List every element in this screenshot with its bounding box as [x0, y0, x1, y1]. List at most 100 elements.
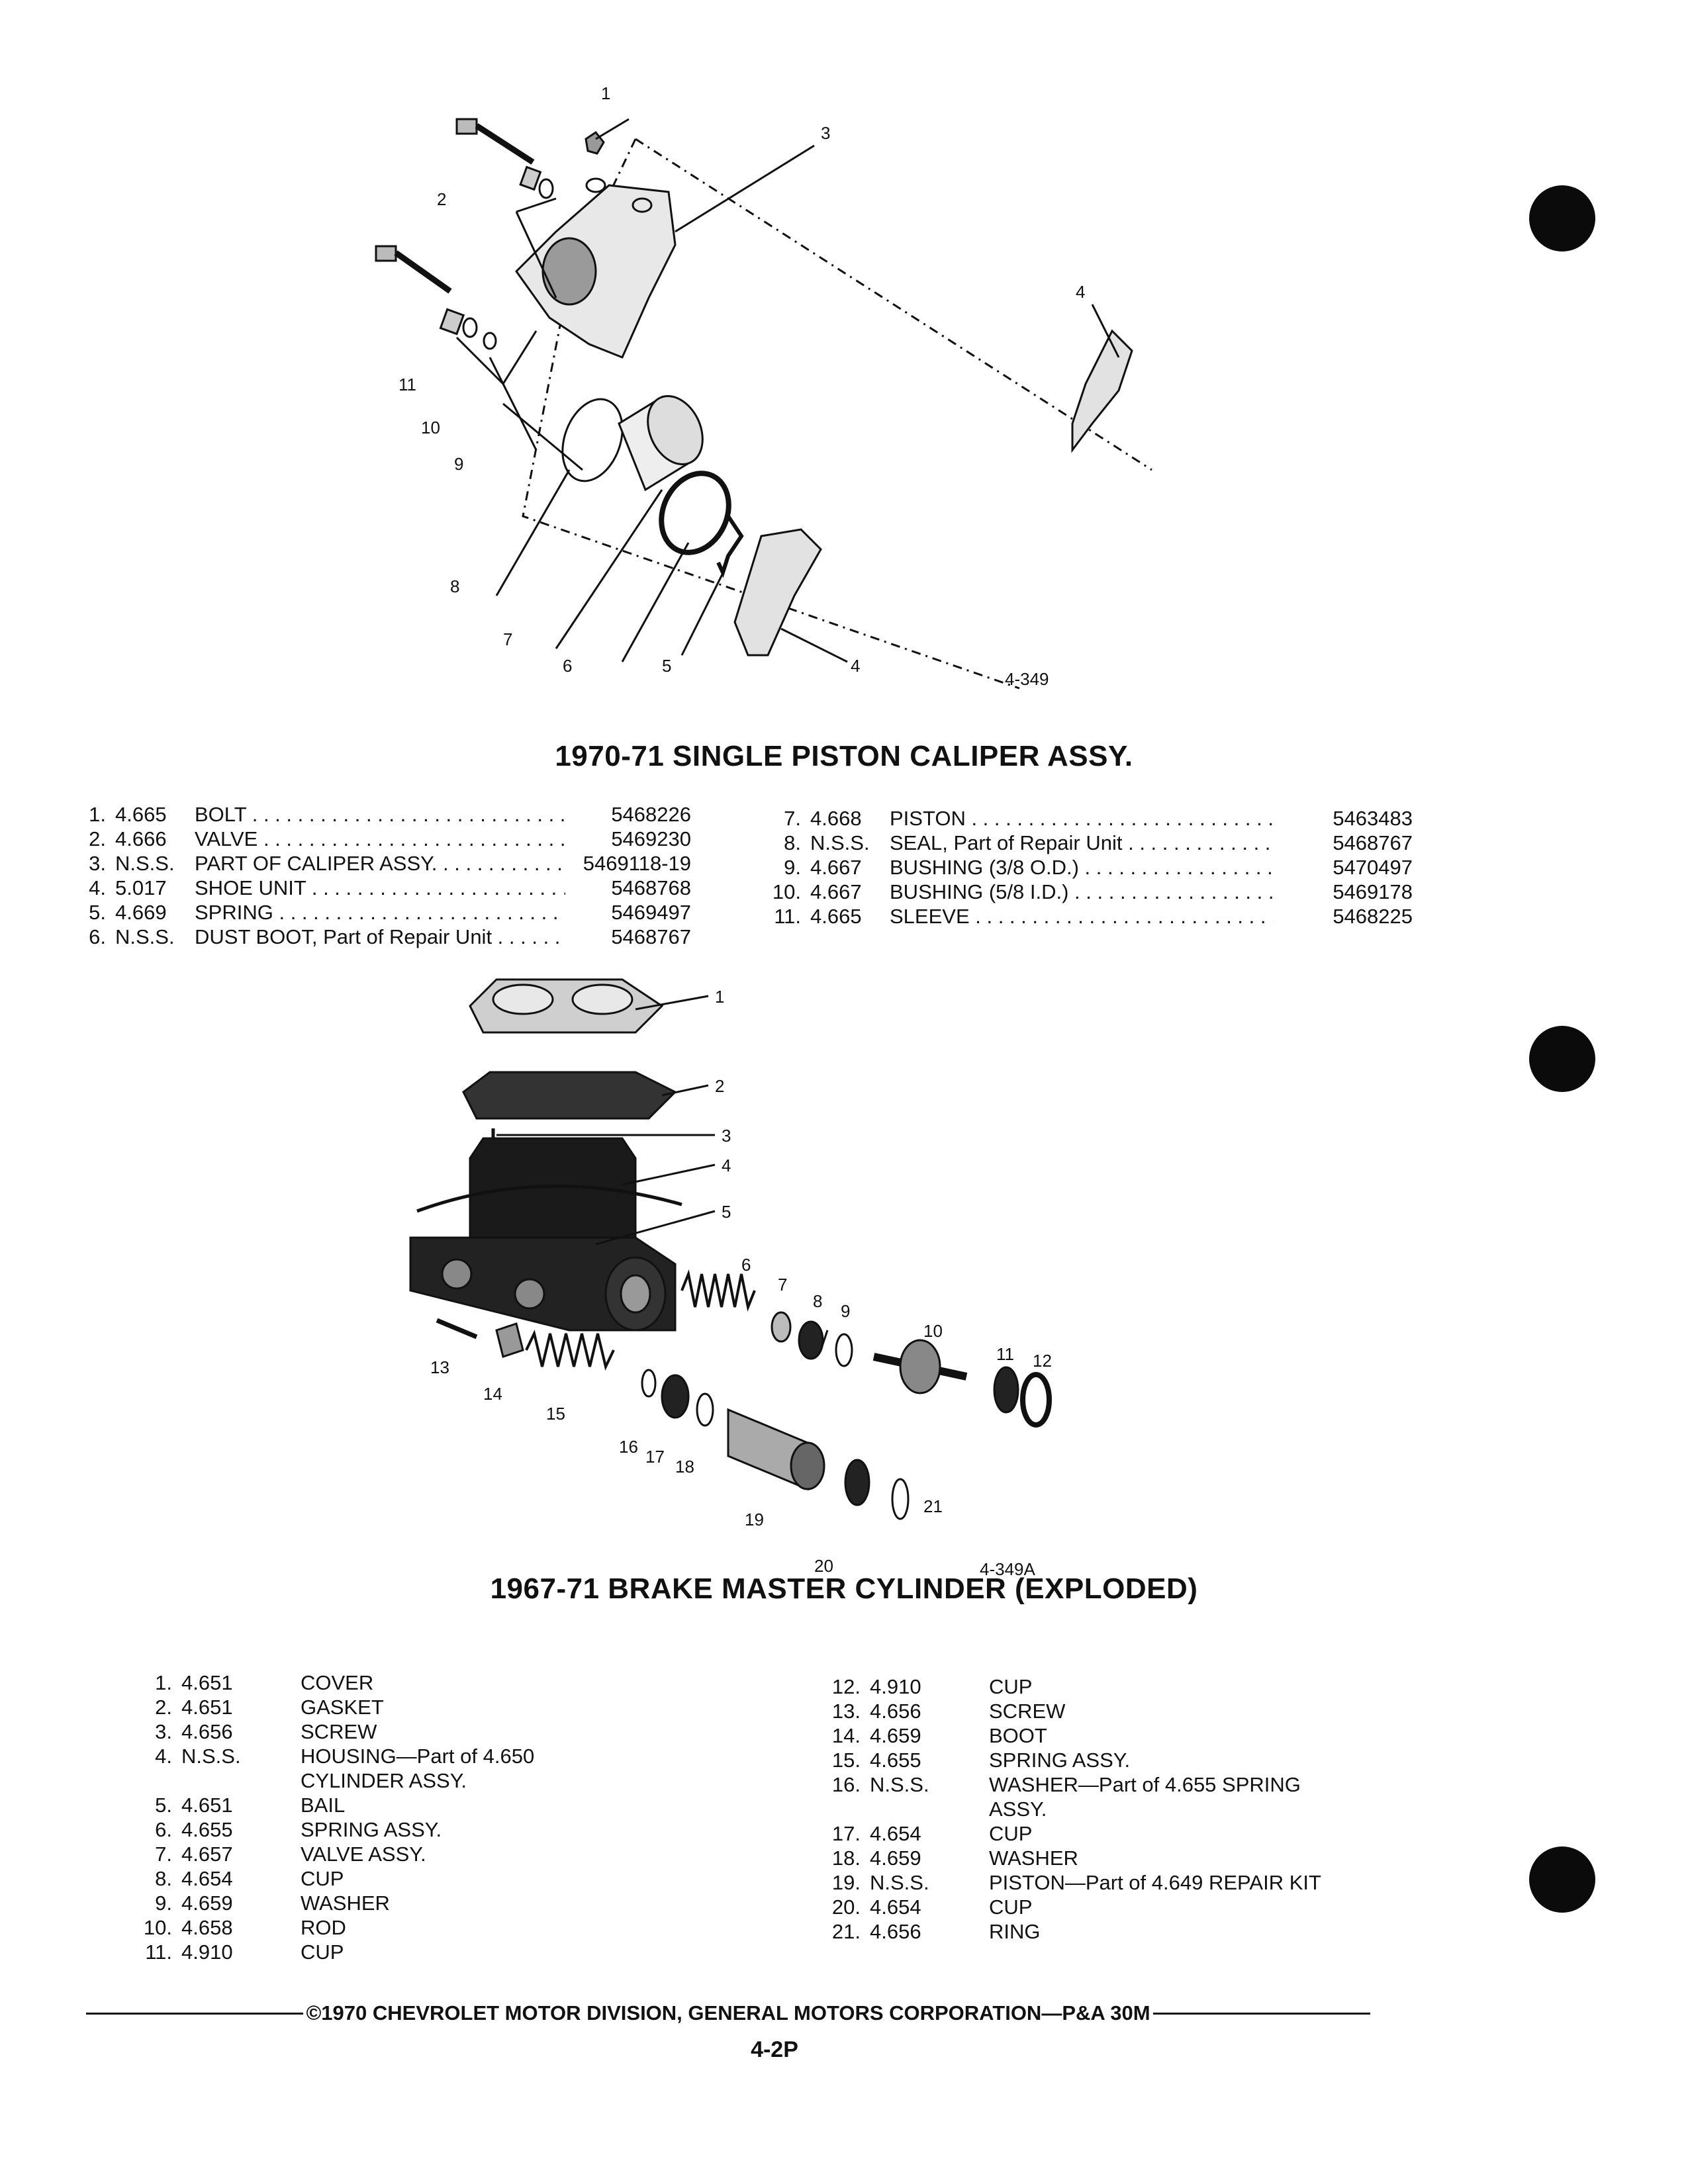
bail: [416, 1184, 682, 1213]
list-item: 4.N.S.S.HOUSING—Part of 4.650 CYLINDER A…: [155, 1745, 535, 1792]
callout-label: 12: [1033, 1351, 1052, 1371]
list-item: 19.N.S.S.PISTON—Part of 4.649 REPAIR KIT: [831, 1871, 1321, 1894]
callout-label: 16: [619, 1437, 638, 1457]
callout-label: 21: [923, 1496, 943, 1516]
callout-label: 9: [454, 454, 463, 474]
callout-label: 20: [814, 1556, 833, 1576]
callout-label: 5: [722, 1202, 731, 1222]
punch-hole: [1529, 1026, 1595, 1092]
master-cylinder-section-title: 1967-71 BRAKE MASTER CYLINDER (EXPLODED): [490, 1572, 1198, 1605]
callout-label: 6: [741, 1255, 751, 1275]
divider: [1152, 2012, 1371, 2015]
cylinder-housing: [409, 1137, 677, 1332]
copyright-footer: ©1970 CHEVROLET MOTOR DIVISION, GENERAL …: [86, 2001, 1371, 2025]
bolt: [455, 118, 535, 165]
callout-label: 2: [715, 1076, 724, 1096]
callout-label: 6: [563, 656, 572, 676]
screw: [436, 1318, 478, 1340]
dust-boot: [659, 471, 731, 555]
callout-label: 10: [421, 418, 440, 437]
callout-label: 11: [996, 1344, 1014, 1364]
figure-code: 4-349: [1005, 669, 1049, 689]
piston-seal: [561, 398, 624, 482]
caliper-exploded-diagram: 1 2 3 4 11 10 9 8 7 6 5 4 4-349: [375, 83, 1152, 690]
callout-label: 3: [722, 1126, 731, 1146]
boot: [495, 1322, 524, 1358]
copyright-text: ©1970 CHEVROLET MOTOR DIVISION, GENERAL …: [306, 2001, 1150, 2025]
punch-hole: [1529, 185, 1595, 251]
callout-label: 11: [399, 375, 416, 394]
spring: [680, 1269, 756, 1312]
figure-code: 4-349A: [980, 1559, 1035, 1579]
page-number: 4-2P: [751, 2037, 798, 2062]
list-item: 6.N.S.S.DUST BOOT, Part of Repair Unit .…: [89, 925, 691, 948]
callout-label: 13: [430, 1357, 449, 1377]
callout-label: 3: [821, 123, 830, 143]
callout-label: 9: [841, 1301, 850, 1321]
reservoir-cover: [469, 978, 664, 1034]
divider: [86, 2012, 304, 2015]
callout-label: 2: [437, 189, 446, 209]
callout-label: 8: [813, 1291, 822, 1311]
callout-label: 4: [722, 1156, 731, 1175]
callout-label: 1: [715, 987, 724, 1007]
bolt: [375, 245, 452, 294]
callout-label: 7: [778, 1275, 787, 1295]
callout-label: 15: [546, 1404, 565, 1424]
callout-label: 1: [601, 83, 610, 103]
callout-label: 17: [645, 1447, 665, 1467]
list-item: 8.N.S.S.SEAL, Part of Repair Unit . . . …: [784, 831, 1413, 854]
callout-label: 4: [851, 656, 860, 676]
callout-label: 14: [483, 1384, 502, 1404]
callout-label: 5: [662, 656, 671, 676]
callout-label: 18: [675, 1457, 694, 1477]
callout-label: 7: [503, 629, 512, 649]
list-item: 3.N.S.S.PART OF CALIPER ASSY. . . . . . …: [89, 852, 691, 875]
outer-shoe: [1071, 329, 1133, 453]
callout-label: 4: [1076, 282, 1085, 302]
master-cylinder-exploded-diagram: 1 2 3 4 5 6 7 8 9 10 11 12 13 14 15 16 1…: [409, 978, 1052, 1579]
cover-gasket: [462, 1071, 677, 1120]
spring: [525, 1330, 615, 1371]
secondary-piston: [727, 1408, 825, 1491]
shoe-spring: [716, 515, 744, 578]
inner-shoe: [733, 528, 822, 657]
callout-label: 19: [745, 1510, 764, 1529]
callout-label: 8: [450, 576, 459, 596]
punch-hole: [1529, 1846, 1595, 1913]
list-item: 16.N.S.S.WASHER—Part of 4.655 SPRING ASS…: [831, 1773, 1301, 1821]
callout-label: 10: [923, 1321, 943, 1341]
caliper-section-title: 1970-71 SINGLE PISTON CALIPER ASSY.: [555, 740, 1133, 772]
piston: [618, 394, 704, 492]
